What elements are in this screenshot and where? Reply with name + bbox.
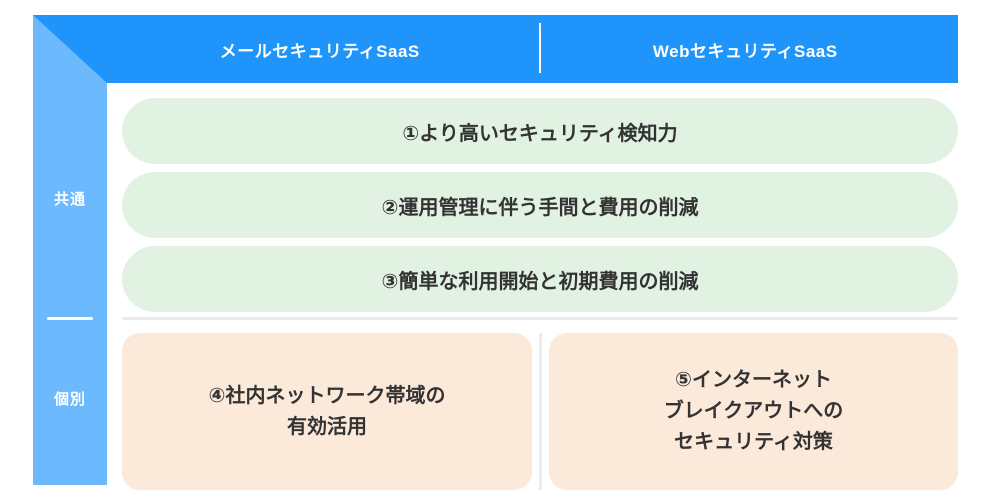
header-column-divider-icon	[539, 23, 541, 73]
individual-item-mail-line2: 有効活用	[287, 415, 367, 438]
individual-item-web-line1: ⑤インターネット	[675, 369, 832, 391]
common-item-2: ②運用管理に伴う手間と費用の削減	[122, 172, 958, 238]
header-band: メールセキュリティSaaS WebセキュリティSaaS	[107, 15, 958, 83]
individual-item-mail-text: ④社内ネットワーク帯域の 有効活用	[209, 381, 446, 443]
individual-item-web-text: ⑤インターネット ブレイクアウトへの セキュリティ対策	[664, 365, 844, 458]
sidebar-item-common-label: 共通	[53, 191, 86, 208]
individual-item-web: ⑤インターネット ブレイクアウトへの セキュリティ対策	[549, 333, 958, 490]
sidebar-item-individual: 個別	[33, 388, 107, 409]
header-column-web: WebセキュリティSaaS	[652, 41, 838, 61]
sidebar-divider	[47, 317, 93, 320]
sidebar-item-common: 共通	[33, 188, 107, 209]
individual-item-web-line2: ブレイクアウトへの	[663, 400, 844, 422]
sidebar-item-individual-label: 個別	[53, 391, 86, 408]
header-column-mail: メールセキュリティSaaS	[219, 41, 420, 61]
individual-item-mail-line1: ④社内ネットワーク帯域の	[208, 384, 446, 407]
category-rail	[33, 15, 107, 485]
individual-item-mail: ④社内ネットワーク帯域の 有効活用	[122, 333, 532, 490]
section-divider-vertical	[539, 333, 542, 490]
individual-item-web-line3: セキュリティ対策	[674, 431, 833, 453]
common-item-1: ①より高いセキュリティ検知力	[122, 98, 958, 164]
common-item-3: ③簡単な利用開始と初期費用の削減	[122, 246, 958, 312]
section-divider-horizontal	[122, 317, 958, 320]
